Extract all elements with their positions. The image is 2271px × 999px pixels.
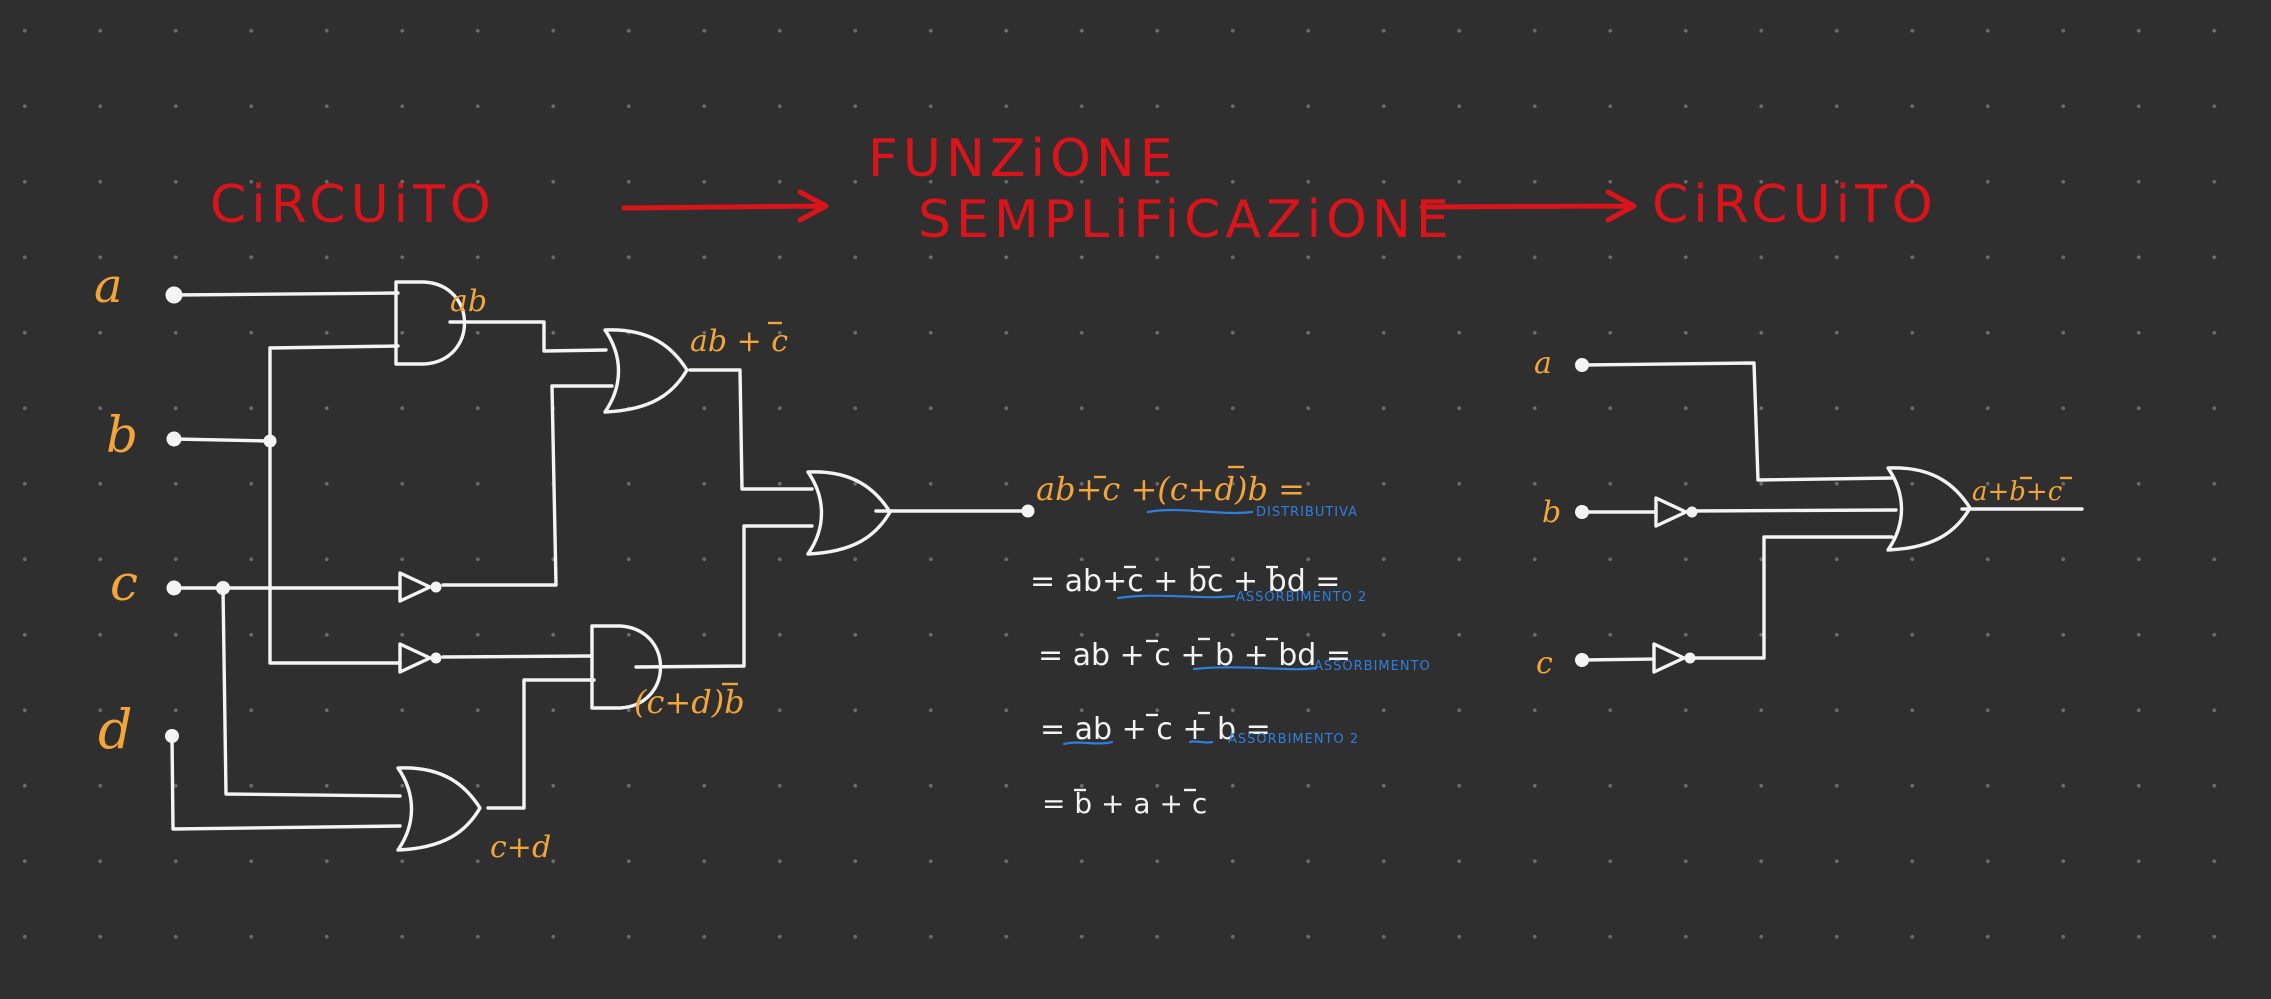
or-gate-ab-notc xyxy=(603,328,689,414)
not-gate-b2 xyxy=(1654,496,1700,528)
wire-a xyxy=(172,291,400,297)
input2-label-a: a xyxy=(1534,346,1552,381)
derivation-line-3: = ab + c + b + bd = xyxy=(1038,638,1351,673)
arrow-right xyxy=(1419,189,1637,223)
wire2-c-out xyxy=(1684,535,1894,660)
wire-d xyxy=(170,734,402,831)
heading-simplification: SEMPLiFiCAZiONE xyxy=(918,190,1454,250)
derivation-note-2: ASSORBIMENTO 2 xyxy=(1236,590,1367,605)
wire-notb-out xyxy=(441,654,592,659)
circuit-1 xyxy=(165,280,1035,852)
input-label-d: d xyxy=(98,698,133,761)
derivation-line-4: = ab + c + b = xyxy=(1040,712,1271,747)
heading-function: FUNZiONE xyxy=(868,129,1178,189)
wire-or1-out xyxy=(688,368,814,491)
derivation-note-4: ASSORBIMENTO 2 xyxy=(1228,732,1359,747)
wire-cd-out xyxy=(486,678,596,810)
wire-b-vertical xyxy=(268,346,402,665)
wire2-c-in xyxy=(1580,657,1656,662)
wire-ab-out xyxy=(448,320,608,353)
not-gate-c2 xyxy=(1652,642,1698,674)
input2-label-c: c xyxy=(1536,646,1553,681)
heading-circuit-right: CiRCUiTO xyxy=(1652,175,1938,235)
wire-and2-out xyxy=(634,524,814,669)
wire-c-to-or xyxy=(221,586,402,798)
label-c-or-d: c+d xyxy=(490,830,551,865)
label-ab: ab xyxy=(450,284,487,319)
label-cd-and-notb: (c+d)b xyxy=(634,683,745,721)
input-label-a: a xyxy=(94,258,123,314)
arrow-left xyxy=(621,189,829,223)
wire2-a xyxy=(1580,361,1894,482)
or-gate-output xyxy=(1886,466,1972,552)
circuit-2 xyxy=(1575,358,2084,674)
wire-b xyxy=(172,437,272,443)
derivation-line-5: = b + a + c xyxy=(1042,787,1207,820)
label-ab-or-notc: ab + c xyxy=(690,324,788,359)
heading-circuit-left: CiRCUiTO xyxy=(210,175,496,235)
input2-label-b: b xyxy=(1542,495,1561,530)
derivation-note-3: ASSORBIMENTO xyxy=(1314,659,1431,674)
input-label-b: b xyxy=(106,406,138,464)
derivation-line-2: = ab+c + bc + bd = xyxy=(1030,564,1340,599)
wire-notc-out xyxy=(441,384,614,587)
or-gate-cd xyxy=(396,766,482,852)
output-label: a+b+c xyxy=(1972,477,2063,507)
input-label-c: c xyxy=(110,554,138,612)
or-gate-final xyxy=(806,470,892,556)
derivation: ab+c +(c+d)b = DISTRIBUTIVA = ab+c + bc … xyxy=(1030,465,1431,820)
derivation-line-1: ab+c +(c+d)b = xyxy=(1036,470,1305,508)
wire2-b-out xyxy=(1686,508,1898,513)
not-gate-c xyxy=(398,571,444,603)
derivation-note-1: DISTRIBUTIVA xyxy=(1256,505,1358,520)
wire-b-to-and xyxy=(268,344,400,350)
not-gate-b xyxy=(398,642,444,674)
